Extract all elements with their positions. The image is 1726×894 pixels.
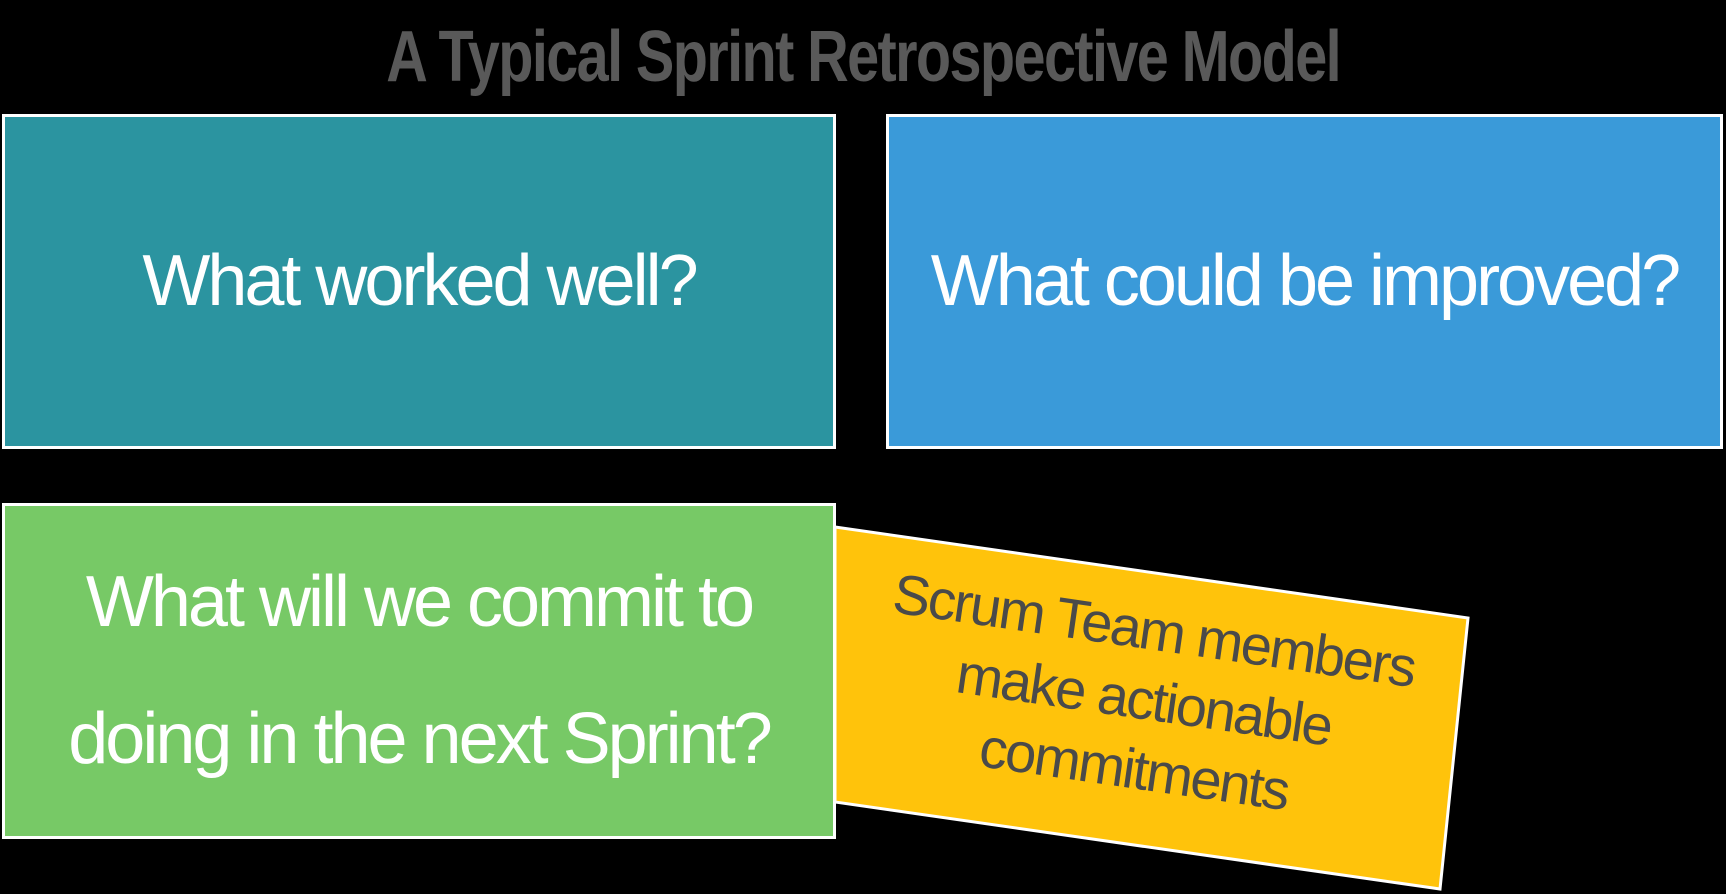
box-commit-next-sprint-line-2: doing in the next Sprint? bbox=[68, 699, 773, 779]
box-commit-next-sprint: What will we commit to doing in the next… bbox=[2, 503, 836, 839]
box-what-could-be-improved: What could be improved? bbox=[886, 114, 1723, 449]
page-title: A Typical Sprint Retrospective Model bbox=[0, 16, 1726, 98]
box-what-worked-well-label: What worked well? bbox=[142, 240, 698, 321]
box-what-worked-well: What worked well? bbox=[2, 114, 836, 449]
box-what-could-be-improved-label: What could be improved? bbox=[930, 240, 1681, 321]
box-commit-next-sprint-line-1: What will we commit to bbox=[85, 562, 755, 643]
page-title-text: A Typical Sprint Retrospective Model bbox=[386, 17, 1341, 97]
sticky-note-polygon bbox=[833, 525, 1470, 891]
